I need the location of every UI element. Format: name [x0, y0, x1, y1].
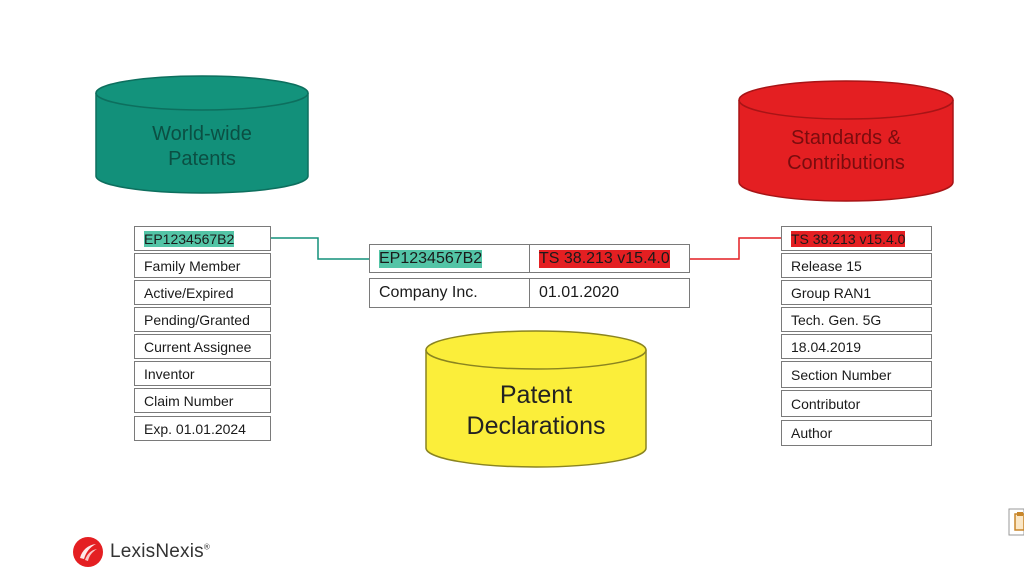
patent-field-family: Family Member	[134, 253, 271, 278]
declaration-standard-cell: TS 38.213 v15.4.0	[529, 244, 690, 273]
standard-field-group: Group RAN1	[781, 280, 932, 305]
standard-field-date: 18.04.2019	[781, 334, 932, 359]
patents-label-line2: Patents	[168, 148, 236, 170]
patent-field-number: EP1234567B2	[134, 226, 271, 251]
patents-cylinder-label: World-wide Patents	[96, 122, 308, 172]
standards-cylinder-label: Standards & Contributions	[739, 126, 953, 176]
standards-label-line2: Contributions	[787, 152, 905, 174]
standards-label-line1: Standards &	[790, 127, 902, 149]
declarations-cylinder-label: Patent Declarations	[426, 380, 646, 443]
patent-connector-line	[271, 237, 370, 260]
declarations-database-cylinder	[425, 330, 647, 468]
standards-database-cylinder	[738, 80, 954, 202]
patent-field-expiry: Exp. 01.01.2024	[134, 416, 271, 441]
standard-field-section: Section Number	[781, 361, 932, 388]
declaration-company-cell: Company Inc.	[369, 278, 530, 308]
patents-database-cylinder	[95, 75, 309, 194]
lexisnexis-emblem-icon	[73, 537, 103, 567]
patent-field-assignee: Current Assignee	[134, 334, 271, 359]
lexisnexis-wordmark: LexisNexis®	[110, 541, 210, 562]
standard-field-generation: Tech. Gen. 5G	[781, 307, 932, 332]
patent-field-grant: Pending/Granted	[134, 307, 271, 332]
declaration-date-cell: 01.01.2020	[529, 278, 690, 308]
standard-connector-line	[690, 237, 781, 260]
clipboard-icon[interactable]	[1008, 508, 1024, 536]
standard-field-author: Author	[781, 420, 932, 446]
lexisnexis-logo: LexisNexis®	[72, 536, 210, 568]
declaration-patent-cell: EP1234567B2	[369, 244, 530, 273]
standard-field-release: Release 15	[781, 253, 932, 278]
patent-field-status: Active/Expired	[134, 280, 271, 305]
declarations-label-line2: Declarations	[466, 412, 606, 441]
patent-field-claim: Claim Number	[134, 388, 271, 413]
standard-field-contributor: Contributor	[781, 390, 932, 417]
declarations-label-line1: Patent	[499, 381, 573, 409]
standard-field-spec: TS 38.213 v15.4.0	[781, 226, 932, 251]
patent-field-inventor: Inventor	[134, 361, 271, 386]
patents-label-line1: World-wide	[152, 123, 252, 145]
